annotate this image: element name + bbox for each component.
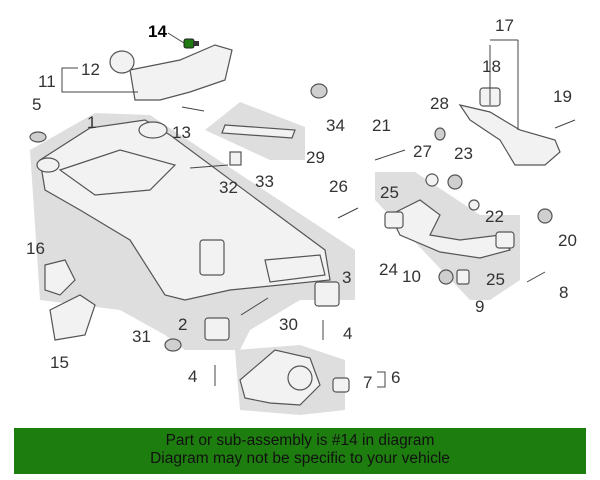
callout-19: 19 (553, 87, 572, 106)
callout-25b: 25 (486, 270, 505, 289)
callout-29: 29 (306, 148, 325, 167)
callout-27: 27 (413, 142, 432, 161)
callout-14: 14 (148, 22, 167, 41)
callout-30: 30 (279, 315, 298, 334)
callout-10: 10 (402, 267, 421, 286)
callout-16: 16 (26, 239, 45, 258)
callout-21: 21 (372, 116, 391, 135)
callout-1: 1 (87, 113, 96, 132)
callout-2: 2 (178, 315, 187, 334)
lower-arm (384, 199, 515, 285)
callout-9: 9 (475, 297, 484, 316)
callout-5: 5 (32, 95, 41, 114)
knuckle (239, 349, 350, 406)
callout-34: 34 (326, 116, 345, 135)
callout-22: 22 (485, 207, 504, 226)
callout-4b: 4 (188, 367, 197, 386)
callout-18: 18 (482, 57, 501, 76)
callout-13: 13 (172, 123, 191, 142)
trailing-arm (109, 44, 233, 101)
bolt-14-highlighted (167, 32, 199, 49)
upper-control-arm (337, 87, 576, 285)
callout-20: 20 (558, 231, 577, 250)
callout-24: 24 (379, 260, 398, 279)
callout-4a: 4 (343, 324, 352, 343)
callout-11: 11 (38, 72, 56, 91)
exploded-parts-diagram: 1 2 3 4 4 5 6 7 8 9 10 11 12 13 14 15 16… (26, 16, 577, 415)
info-banner-line-2: Diagram may not be specific to your vehi… (150, 450, 450, 467)
callout-33: 33 (255, 172, 274, 191)
callout-8: 8 (559, 283, 568, 302)
callout-12: 12 (81, 60, 100, 79)
info-banner: Part or sub-assembly is #14 in diagram D… (14, 428, 586, 474)
bracket-lines (61, 39, 519, 388)
info-banner-line-1: Part or sub-assembly is #14 in diagram (165, 432, 435, 449)
callout-3: 3 (342, 268, 351, 287)
rear-subframe (36, 119, 331, 301)
callout-23: 23 (454, 144, 473, 163)
callout-6: 6 (391, 368, 400, 387)
callout-25a: 25 (380, 183, 399, 202)
callout-15: 15 (50, 353, 69, 372)
callout-17: 17 (495, 16, 514, 35)
callout-32: 32 (219, 178, 238, 197)
callout-7: 7 (363, 373, 372, 392)
callout-31: 31 (132, 327, 151, 346)
callout-28: 28 (430, 94, 449, 113)
small-parts (29, 83, 340, 386)
callout-labels: 1 2 3 4 4 5 6 7 8 9 10 11 12 13 14 15 16… (26, 16, 577, 392)
callout-26: 26 (329, 177, 348, 196)
